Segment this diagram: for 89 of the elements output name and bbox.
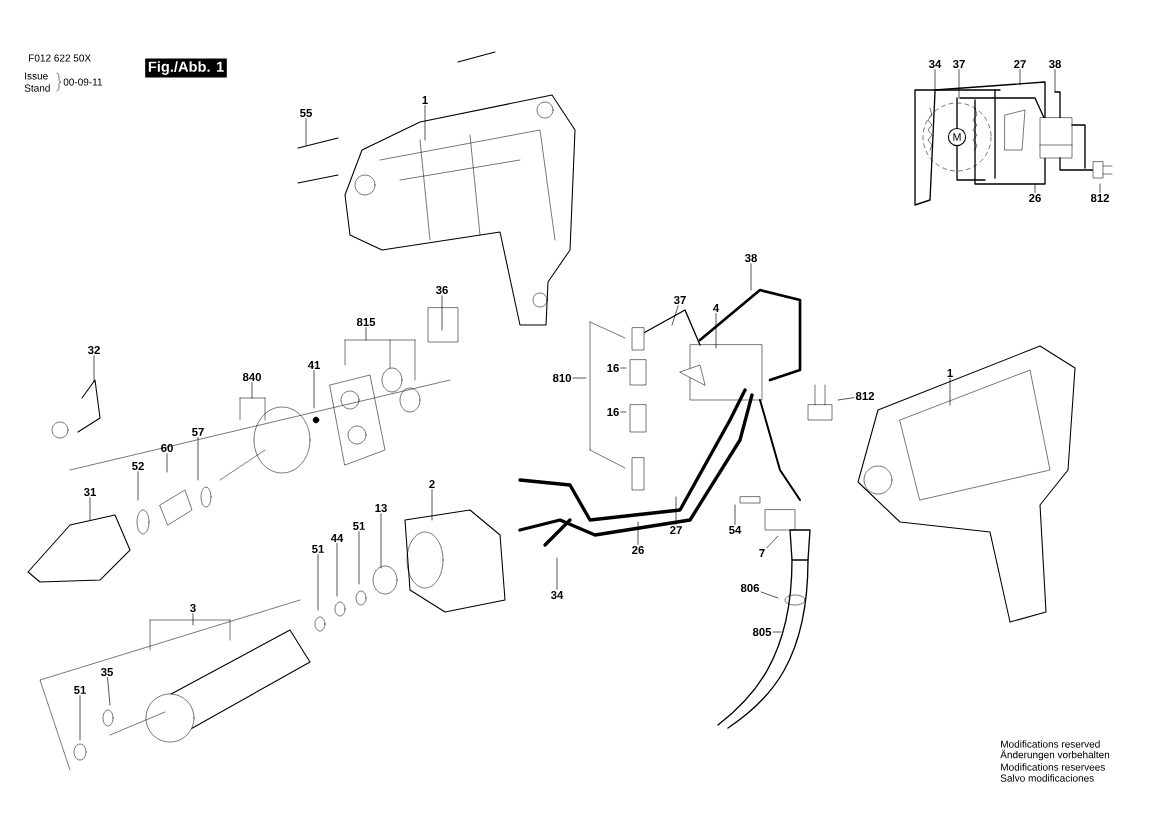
- callout-number: 34: [550, 591, 564, 600]
- leader-line: [431, 489, 433, 521]
- leader-line: [1019, 69, 1021, 86]
- leader-line: [79, 695, 81, 741]
- callout-number: 57: [192, 428, 204, 436]
- leader-line: [556, 557, 558, 590]
- callout-number: 38: [1048, 60, 1061, 68]
- callout-number: 36: [435, 286, 448, 295]
- leader-line: [734, 504, 736, 525]
- callout-number: 812: [855, 392, 874, 400]
- callout-number: 1: [422, 96, 428, 104]
- callout-number: 16: [607, 364, 619, 372]
- callout-number: 41: [307, 361, 320, 369]
- note-text: Modifications reserved: [1001, 740, 1100, 748]
- leader-line: [251, 382, 253, 399]
- callout-number: 51: [353, 522, 365, 530]
- leader-line: [1099, 183, 1101, 193]
- leader-line: [107, 677, 111, 706]
- leader-line: [620, 367, 627, 369]
- leader-line: [197, 437, 199, 481]
- leader-line: [958, 69, 960, 99]
- leader-line: [93, 355, 95, 383]
- callout-number: 26: [1029, 194, 1041, 202]
- note-text: Salvo modificaciones: [1000, 774, 1094, 782]
- callout-number: 34: [928, 60, 942, 68]
- callout-number: 38: [744, 254, 757, 263]
- callout-number: 31: [83, 488, 96, 497]
- leader-line: [934, 69, 936, 93]
- callout-number: 26: [632, 546, 644, 554]
- callout-number: 1: [947, 369, 953, 377]
- callout-number: 51: [312, 545, 324, 553]
- note-text: 00-09-11: [63, 78, 103, 86]
- callout-number: 812: [1090, 194, 1109, 202]
- callout-number: 44: [330, 534, 344, 542]
- callout-number: 810: [552, 374, 571, 382]
- leader-line: [137, 471, 139, 501]
- figure-tag: Fig./Abb. 1: [145, 58, 227, 78]
- callout-number: 3: [190, 604, 196, 613]
- leader-line: [313, 370, 315, 409]
- leader-line: [750, 263, 752, 291]
- callout-number: 37: [952, 60, 965, 68]
- leader-line: [675, 496, 677, 525]
- callout-number: 815: [356, 318, 376, 326]
- callout-number: 2: [429, 480, 435, 488]
- leader-line: [317, 554, 319, 611]
- leader-line: [1054, 69, 1056, 93]
- leader-line: [772, 631, 782, 633]
- leader-line: [424, 105, 426, 141]
- leader-line: [441, 295, 443, 331]
- callout-number: 27: [670, 526, 682, 534]
- leader-line: [671, 305, 679, 326]
- note-text: Stand: [24, 84, 50, 92]
- callout-number: 60: [161, 444, 173, 452]
- leader-line: [336, 543, 338, 597]
- callout-number: 37: [673, 296, 686, 305]
- callout-number: 16: [607, 408, 619, 416]
- callout-number: 35: [100, 668, 113, 677]
- leader-line: [572, 377, 587, 379]
- leader-line: [89, 497, 91, 521]
- callout-number: 840: [242, 373, 261, 381]
- callout-number: 32: [87, 346, 100, 355]
- callout-number: 55: [300, 109, 312, 117]
- callout-number: 54: [729, 526, 742, 534]
- leader-line: [715, 313, 717, 349]
- callout-number: 27: [1014, 60, 1026, 68]
- callout-number: 805: [752, 628, 772, 636]
- leader-line: [637, 521, 639, 545]
- leader-line: [192, 613, 194, 626]
- note-text: Modifications reservees: [1001, 763, 1105, 771]
- leader-line: [760, 591, 779, 599]
- leader-line: [766, 535, 779, 549]
- leader-line: [358, 531, 360, 585]
- callout-number: 806: [740, 584, 760, 592]
- leader-line: [305, 118, 307, 146]
- callout-number: 52: [132, 462, 144, 470]
- note-text: F012 622 50X: [29, 54, 91, 62]
- leader-line: [1034, 183, 1036, 193]
- leader-line: [949, 378, 951, 406]
- callout-number: 7: [759, 549, 765, 557]
- leader-line: [837, 397, 855, 401]
- leader-line: [166, 453, 168, 473]
- note-text: Änderungen vorbehalten: [1000, 749, 1110, 761]
- callout-number: 4: [713, 304, 720, 312]
- note-text: Issue: [25, 72, 48, 80]
- callout-number: 13: [375, 504, 387, 513]
- leader-line: [380, 513, 382, 569]
- leader-line: [365, 327, 367, 341]
- leader-line: [620, 411, 627, 413]
- callout-number: 51: [74, 686, 86, 694]
